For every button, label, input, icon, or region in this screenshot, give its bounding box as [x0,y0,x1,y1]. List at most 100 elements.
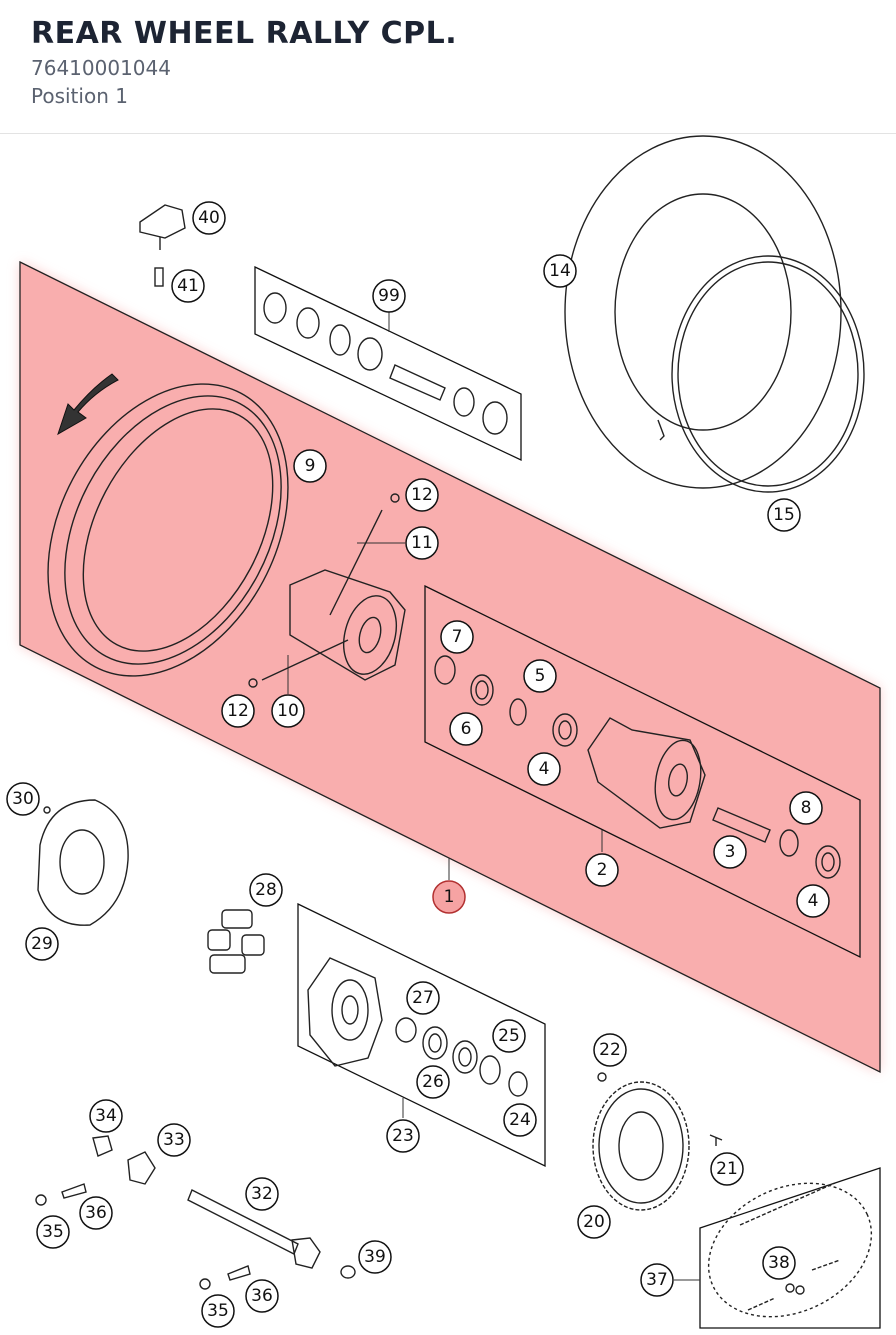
tire-drawing [564,135,865,493]
callout-34[interactable]: 34 [89,1099,123,1133]
sprocket-carrier-frame [297,902,546,1168]
svg-text:36: 36 [85,1203,107,1223]
svg-text:39: 39 [364,1247,386,1267]
svg-text:1: 1 [444,887,455,907]
svg-text:2: 2 [597,860,608,880]
hub-group-frame [424,584,861,959]
valve-drawing [139,204,186,287]
svg-text:7: 7 [452,627,463,647]
callout-6[interactable]: 6 [449,712,483,746]
svg-text:23: 23 [392,1126,414,1146]
callout-25[interactable]: 25 [492,1019,526,1053]
svg-text:30: 30 [12,789,34,809]
bearing-kit-drawing [263,292,508,435]
callout-33[interactable]: 33 [157,1123,191,1157]
callout-37[interactable]: 37 [640,1263,674,1297]
svg-text:26: 26 [422,1072,444,1092]
svg-text:8: 8 [801,798,812,818]
header: REAR WHEEL RALLY CPL. 76410001044 Positi… [0,0,896,134]
svg-text:35: 35 [42,1222,64,1242]
svg-text:6: 6 [461,719,472,739]
callout-3[interactable]: 3 [713,835,747,869]
chain-frame [699,1167,881,1329]
callout-32[interactable]: 32 [245,1177,279,1211]
svg-text:12: 12 [411,485,433,505]
svg-text:10: 10 [277,701,299,721]
callout-12-bottom[interactable]: 12 [221,694,255,728]
callout-29[interactable]: 29 [25,927,59,961]
rotation-arrow-icon [57,373,119,436]
svg-text:11: 11 [411,533,433,553]
svg-text:21: 21 [716,1159,738,1179]
callout-11[interactable]: 11 [405,526,439,560]
svg-text:22: 22 [599,1040,621,1060]
svg-text:24: 24 [509,1110,531,1130]
callout-5[interactable]: 5 [523,659,557,693]
hub-parts-drawing [434,655,841,879]
position-label: Position 1 [31,84,128,108]
callout-38[interactable]: 38 [762,1246,796,1280]
callout-1[interactable]: 1 [432,880,466,914]
callout-4-bottom[interactable]: 4 [796,884,830,918]
sprocket-carrier-drawing [307,957,528,1097]
callout-10[interactable]: 10 [271,694,305,728]
callout-41[interactable]: 41 [171,269,205,303]
svg-text:36: 36 [251,1286,273,1306]
svg-text:29: 29 [31,934,53,954]
svg-text:27: 27 [412,988,434,1008]
svg-text:34: 34 [95,1106,117,1126]
callout-27[interactable]: 27 [406,981,440,1015]
callout-36-left[interactable]: 36 [79,1196,113,1230]
callout-20[interactable]: 20 [577,1205,611,1239]
callout-26[interactable]: 26 [416,1065,450,1099]
callout-15[interactable]: 15 [767,498,801,532]
svg-text:37: 37 [646,1270,668,1290]
callout-40[interactable]: 40 [192,201,226,235]
callout-4-top[interactable]: 4 [527,752,561,786]
page-title: REAR WHEEL RALLY CPL. [31,16,458,51]
callout-12-top[interactable]: 12 [405,478,439,512]
damper-drawing [207,909,265,974]
sprocket-drawing [592,1072,723,1211]
svg-text:99: 99 [378,286,400,306]
callout-23[interactable]: 23 [386,1119,420,1153]
svg-text:32: 32 [251,1184,273,1204]
assembly-highlight[interactable] [19,260,881,1074]
svg-text:40: 40 [198,208,220,228]
part-number: 76410001044 [31,56,171,80]
callout-36-bottom[interactable]: 36 [245,1279,279,1313]
svg-text:15: 15 [773,505,795,525]
callout-21[interactable]: 21 [710,1152,744,1186]
callout-30[interactable]: 30 [6,782,40,816]
callout-99[interactable]: 99 [372,279,406,313]
chain-drawing [707,1182,873,1318]
svg-text:41: 41 [177,276,199,296]
svg-text:4: 4 [808,891,819,911]
svg-text:3: 3 [725,842,736,862]
callout-8[interactable]: 8 [789,791,823,825]
callout-24[interactable]: 24 [503,1103,537,1137]
callout-22[interactable]: 22 [593,1033,627,1067]
svg-text:28: 28 [255,880,277,900]
callout-7[interactable]: 7 [440,620,474,654]
svg-text:5: 5 [535,666,546,686]
callout-39[interactable]: 39 [358,1240,392,1274]
callout-35-bottom[interactable]: 35 [201,1294,235,1328]
callout-14[interactable]: 14 [543,254,577,288]
hub-assembly-drawing [248,493,406,688]
callout-28[interactable]: 28 [249,873,283,907]
brake-disc-drawing [37,799,129,926]
svg-text:4: 4 [539,759,550,779]
svg-text:33: 33 [163,1130,185,1150]
callout-2[interactable]: 2 [585,853,619,887]
callout-35-left[interactable]: 35 [36,1215,70,1249]
svg-text:25: 25 [498,1026,520,1046]
callout-9[interactable]: 9 [293,449,327,483]
svg-text:20: 20 [583,1212,605,1232]
svg-text:38: 38 [768,1253,790,1273]
svg-text:12: 12 [227,701,249,721]
svg-text:14: 14 [549,261,571,281]
bearing-kit-frame [254,265,522,462]
svg-text:9: 9 [305,456,316,476]
